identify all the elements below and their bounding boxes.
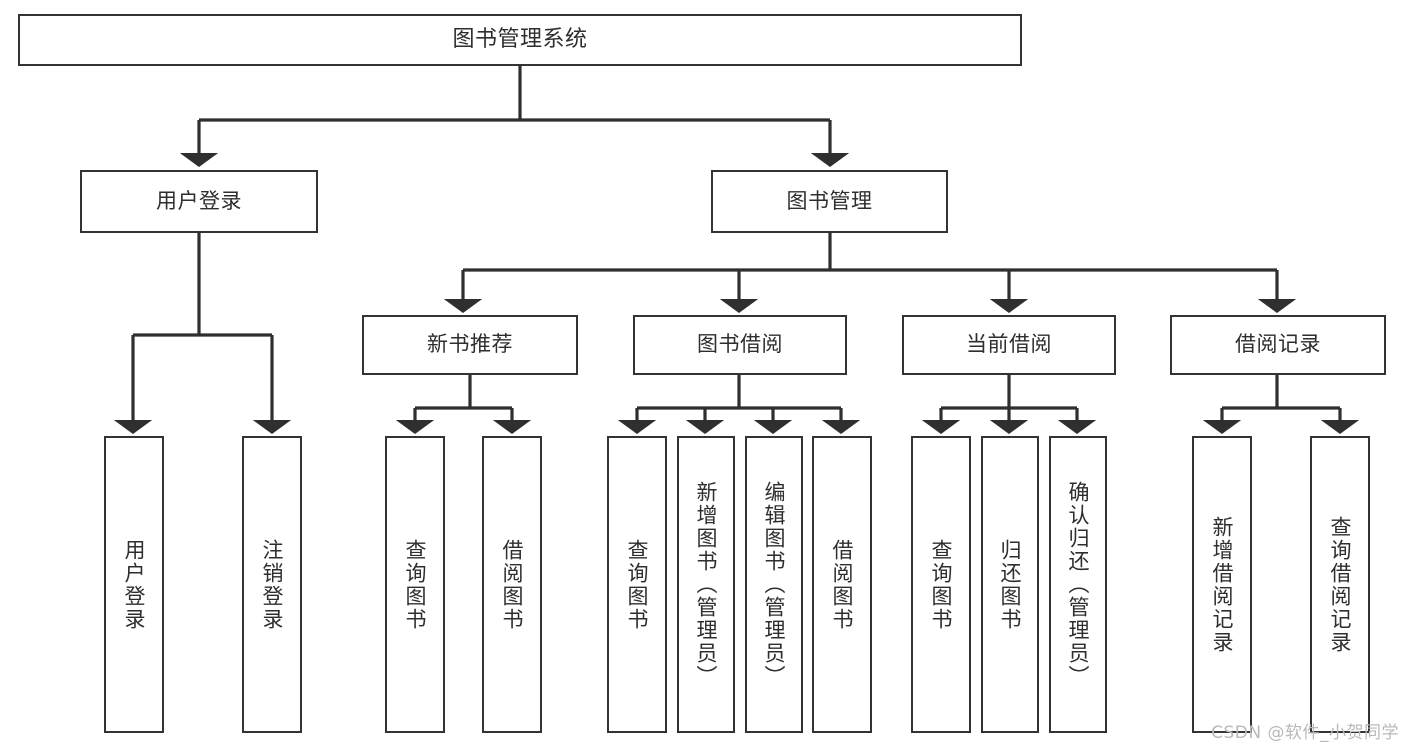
node-label: 图书借阅: [697, 332, 783, 357]
node-root-system[interactable]: 图书管理系统: [18, 14, 1022, 66]
leaf-borrow-book-borrow[interactable]: 借阅图书: [812, 436, 872, 733]
node-label: 注销登录: [260, 538, 285, 631]
node-label: 借阅图书: [830, 538, 855, 631]
node-label: 图书管理: [786, 188, 873, 213]
leaf-user-login[interactable]: 用户登录: [104, 436, 164, 733]
node-label: 新增借阅记录: [1210, 515, 1235, 654]
leaf-query-book-current[interactable]: 查询图书: [911, 436, 971, 733]
leaf-borrow-book-new-recommend[interactable]: 借阅图书: [482, 436, 542, 733]
leaf-query-book-new-recommend[interactable]: 查询图书: [385, 436, 445, 733]
node-label: 查询图书: [929, 538, 954, 631]
node-label: 借阅记录: [1235, 332, 1321, 357]
node-book-borrow[interactable]: 图书借阅: [633, 315, 847, 375]
leaf-logout-login[interactable]: 注销登录: [242, 436, 302, 733]
node-label: 编辑图书（管理员）: [762, 481, 787, 688]
node-new-book-recommend[interactable]: 新书推荐: [362, 315, 578, 375]
leaf-query-borrow-record[interactable]: 查询借阅记录: [1310, 436, 1370, 733]
node-label: 图书管理系统: [452, 26, 588, 52]
node-label: 查询借阅记录: [1328, 515, 1353, 654]
node-label: 用户登录: [156, 188, 242, 213]
node-current-borrow[interactable]: 当前借阅: [902, 315, 1116, 375]
node-label: 归还图书: [998, 538, 1023, 631]
node-label: 借阅图书: [500, 538, 525, 631]
watermark-text: CSDN @软件_小贺同学: [1211, 723, 1399, 743]
node-label: 新增图书（管理员）: [694, 481, 719, 688]
leaf-return-book[interactable]: 归还图书: [981, 436, 1039, 733]
leaf-add-book[interactable]: 新增图书（管理员）: [677, 436, 735, 733]
node-label: 查询图书: [403, 538, 428, 631]
leaf-confirm-return[interactable]: 确认归还（管理员）: [1049, 436, 1107, 733]
node-book-manage[interactable]: 图书管理: [711, 170, 948, 233]
node-label: 当前借阅: [966, 332, 1052, 357]
leaf-query-book-borrow[interactable]: 查询图书: [607, 436, 667, 733]
node-label: 确认归还（管理员）: [1066, 481, 1091, 688]
node-label: 新书推荐: [427, 332, 513, 357]
leaf-edit-book[interactable]: 编辑图书（管理员）: [745, 436, 803, 733]
node-label: 查询图书: [625, 538, 650, 631]
node-user-login[interactable]: 用户登录: [80, 170, 318, 233]
node-borrow-record[interactable]: 借阅记录: [1170, 315, 1386, 375]
node-label: 用户登录: [122, 538, 147, 631]
leaf-add-borrow-record[interactable]: 新增借阅记录: [1192, 436, 1252, 733]
